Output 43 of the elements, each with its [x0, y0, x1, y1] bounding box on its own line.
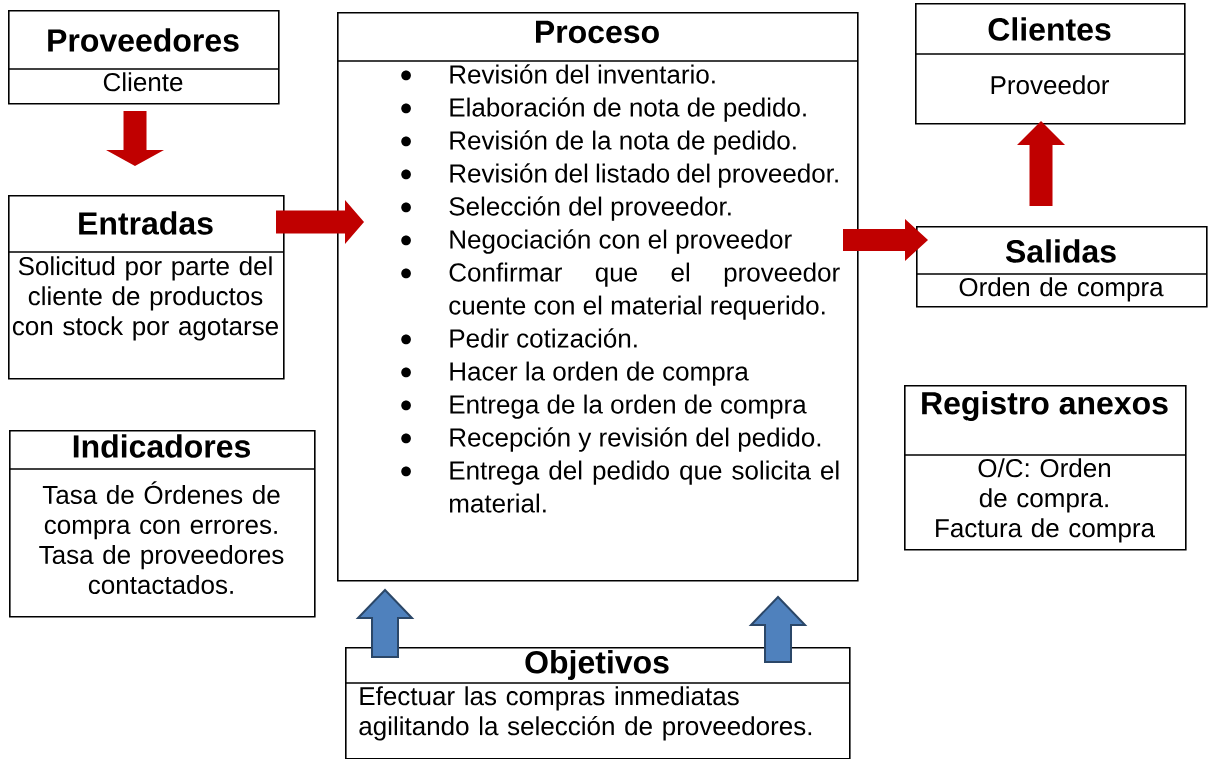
box-text: Tasa de proveedores contactados. — [39, 544, 284, 595]
box-text: Orden de compra — [959, 277, 1164, 302]
block-arrow — [1017, 121, 1065, 206]
block-arrow — [748, 595, 808, 663]
list-item: Entrega de la orden de compra — [450, 394, 807, 419]
list-item: Revisión del listado del proveedor. — [450, 163, 838, 188]
box-heading: Proceso — [536, 20, 659, 44]
list-item: Confirmar que el proveedor cuente con el material requerido. — [449, 262, 840, 320]
box-heading: Indicadores — [73, 434, 250, 458]
labeled-box — [8, 430, 316, 618]
list-item: Revisión del inventario. — [450, 64, 715, 84]
list-item: Pedir cotización. — [450, 328, 637, 348]
labeled-box — [914, 3, 1186, 125]
labeled-box — [915, 226, 1208, 308]
labeled-box — [7, 10, 280, 105]
block-arrow — [843, 219, 928, 261]
box-heading: Salidas — [1005, 239, 1116, 263]
box-text: Cliente — [103, 72, 183, 92]
list-item: Recepción y revisión del pedido. — [450, 427, 821, 452]
list-item: Entrega del pedido que solicita el material. — [450, 460, 839, 513]
box-text: Efectuar las compras inmediatas agilitando la selección de proveedores. — [359, 686, 812, 741]
labeled-box — [336, 12, 859, 582]
box-text: Proveedor — [991, 75, 1109, 95]
labeled-box — [344, 647, 851, 759]
list-item: Negociación con el proveedor — [450, 229, 792, 254]
block-arrow — [276, 200, 364, 244]
labeled-box — [903, 385, 1187, 551]
box-text: Solicitud por parte del cliente de productos con stock por agotarse — [12, 256, 278, 341]
labeled-box — [7, 195, 285, 380]
box-heading: Objetivos — [525, 650, 669, 680]
box-text: O/C: Orden de compra. — [978, 458, 1110, 513]
box-heading: Entradas — [79, 211, 213, 235]
list-item: Hacer la orden de compra — [450, 361, 749, 386]
list-item: Selección del proveedor. — [449, 196, 731, 221]
list-item: Elaboración de nota de pedido. — [450, 97, 806, 122]
block-arrow — [355, 588, 415, 658]
box-text: Tasa de Órdenes de compra con errores. — [42, 481, 280, 540]
list-item: Revisión de la nota de pedido. — [450, 130, 796, 155]
box-heading: Clientes — [988, 17, 1111, 41]
box-heading: Proveedores — [48, 28, 239, 52]
box-text: Factura de compra — [936, 518, 1155, 543]
box-heading: Registro anexos — [922, 391, 1168, 421]
block-arrow — [106, 111, 164, 166]
